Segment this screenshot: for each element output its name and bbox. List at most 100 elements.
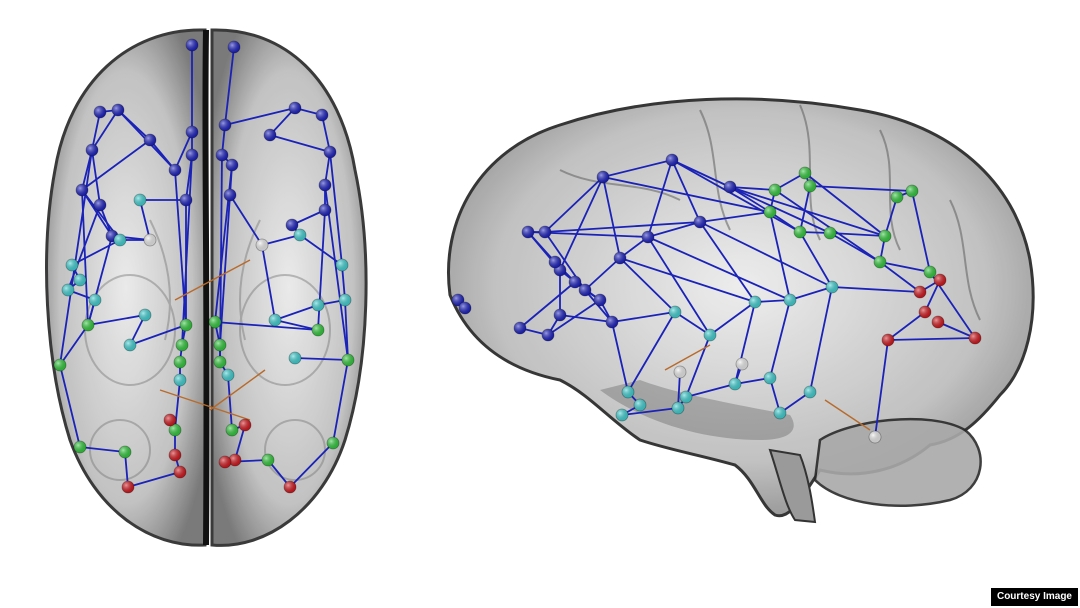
network-edge — [261, 244, 276, 321]
network-edge — [874, 339, 889, 438]
network-edge — [519, 281, 576, 329]
network-node-highlight — [312, 299, 324, 311]
network-node-highlight — [542, 329, 554, 341]
network-node-highlight — [924, 266, 936, 278]
network-edge — [219, 154, 223, 363]
cerebellum — [813, 417, 982, 507]
network-edge — [809, 286, 833, 393]
network-edge — [559, 176, 604, 271]
network-node-highlight — [339, 294, 351, 306]
network-edge — [332, 359, 349, 444]
network-node-highlight — [774, 407, 786, 419]
network-node-highlight — [176, 339, 188, 351]
network-edge — [269, 134, 331, 153]
network-node-highlight — [597, 171, 609, 183]
network-edge — [729, 186, 831, 234]
network-node-highlight — [569, 276, 581, 288]
network-node-highlight — [186, 39, 198, 51]
network-edge — [879, 261, 931, 273]
network-edge — [799, 185, 811, 233]
network-edge — [174, 379, 181, 431]
network-node-highlight — [680, 391, 692, 403]
network-edge — [214, 321, 319, 331]
network-node-highlight — [256, 239, 268, 251]
network-edge — [799, 231, 833, 288]
network-node-highlight — [228, 41, 240, 53]
network-node-highlight — [226, 424, 238, 436]
network-edge — [91, 149, 101, 206]
network-node-highlight — [594, 294, 606, 306]
network-node-highlight — [616, 409, 628, 421]
network-edge — [789, 286, 833, 301]
network-node-highlight — [666, 154, 678, 166]
network-edge — [527, 231, 556, 263]
network-node-highlight — [264, 129, 276, 141]
network-edge — [274, 319, 319, 331]
network-node-highlight — [919, 306, 931, 318]
network-node-highlight — [214, 339, 226, 351]
network-node-highlight — [614, 252, 626, 264]
network-edge — [174, 259, 251, 301]
network-node-highlight — [76, 184, 88, 196]
network-node-highlight — [229, 454, 241, 466]
network-edge — [769, 211, 791, 301]
network-node-highlight — [934, 274, 946, 286]
network-node-highlight — [186, 149, 198, 161]
network-node-highlight — [729, 378, 741, 390]
network-node-highlight — [874, 256, 886, 268]
network-node-highlight — [764, 206, 776, 218]
network-edge — [699, 221, 756, 303]
network-node-highlight — [62, 284, 74, 296]
network-node-highlight — [122, 481, 134, 493]
network-edge — [79, 446, 126, 453]
network-node-highlight — [174, 374, 186, 386]
network-edge — [59, 324, 89, 366]
network-edge — [647, 221, 701, 238]
network-node-highlight — [622, 386, 634, 398]
network-node-highlight — [214, 356, 226, 368]
network-edge — [224, 46, 235, 126]
network-node-highlight — [294, 229, 306, 241]
network-edge — [685, 383, 736, 398]
network-node-highlight — [222, 369, 234, 381]
network-node-highlight — [882, 334, 894, 346]
network-node-highlight — [606, 316, 618, 328]
network-node-highlight — [554, 309, 566, 321]
network-edge — [209, 369, 266, 411]
network-node-highlight — [799, 167, 811, 179]
network-node-highlight — [209, 316, 221, 328]
network-node-highlight — [226, 159, 238, 171]
network-edge — [59, 149, 93, 366]
network-node-highlight — [219, 119, 231, 131]
network-node-highlight — [139, 309, 151, 321]
network-edge — [329, 151, 343, 266]
network-node-highlight — [642, 231, 654, 243]
network-edge — [831, 286, 921, 293]
network-edge — [289, 442, 334, 488]
network-node-highlight — [180, 194, 192, 206]
network-edge — [647, 236, 791, 301]
network-edge — [699, 221, 833, 288]
network-node-highlight — [914, 286, 926, 298]
network-node-highlight — [514, 322, 526, 334]
network-edge — [611, 311, 676, 323]
network-edge — [729, 186, 776, 191]
network-node-highlight — [224, 189, 236, 201]
network-edge — [181, 154, 193, 346]
network-edge — [229, 194, 263, 246]
network-node-highlight — [769, 184, 781, 196]
network-node-highlight — [634, 399, 646, 411]
network-edge — [87, 314, 146, 326]
network-edge — [139, 199, 151, 241]
network-node-highlight — [74, 274, 86, 286]
network-edge — [911, 190, 931, 273]
network-edge — [159, 389, 251, 421]
network-edge — [809, 185, 913, 192]
network-node-highlight — [891, 191, 903, 203]
axial-brain-view — [45, 28, 368, 547]
network-edge — [769, 299, 791, 379]
network-edge — [674, 311, 711, 336]
network-node-highlight — [94, 106, 106, 118]
network-edge — [261, 234, 301, 246]
network-node-highlight — [86, 144, 98, 156]
